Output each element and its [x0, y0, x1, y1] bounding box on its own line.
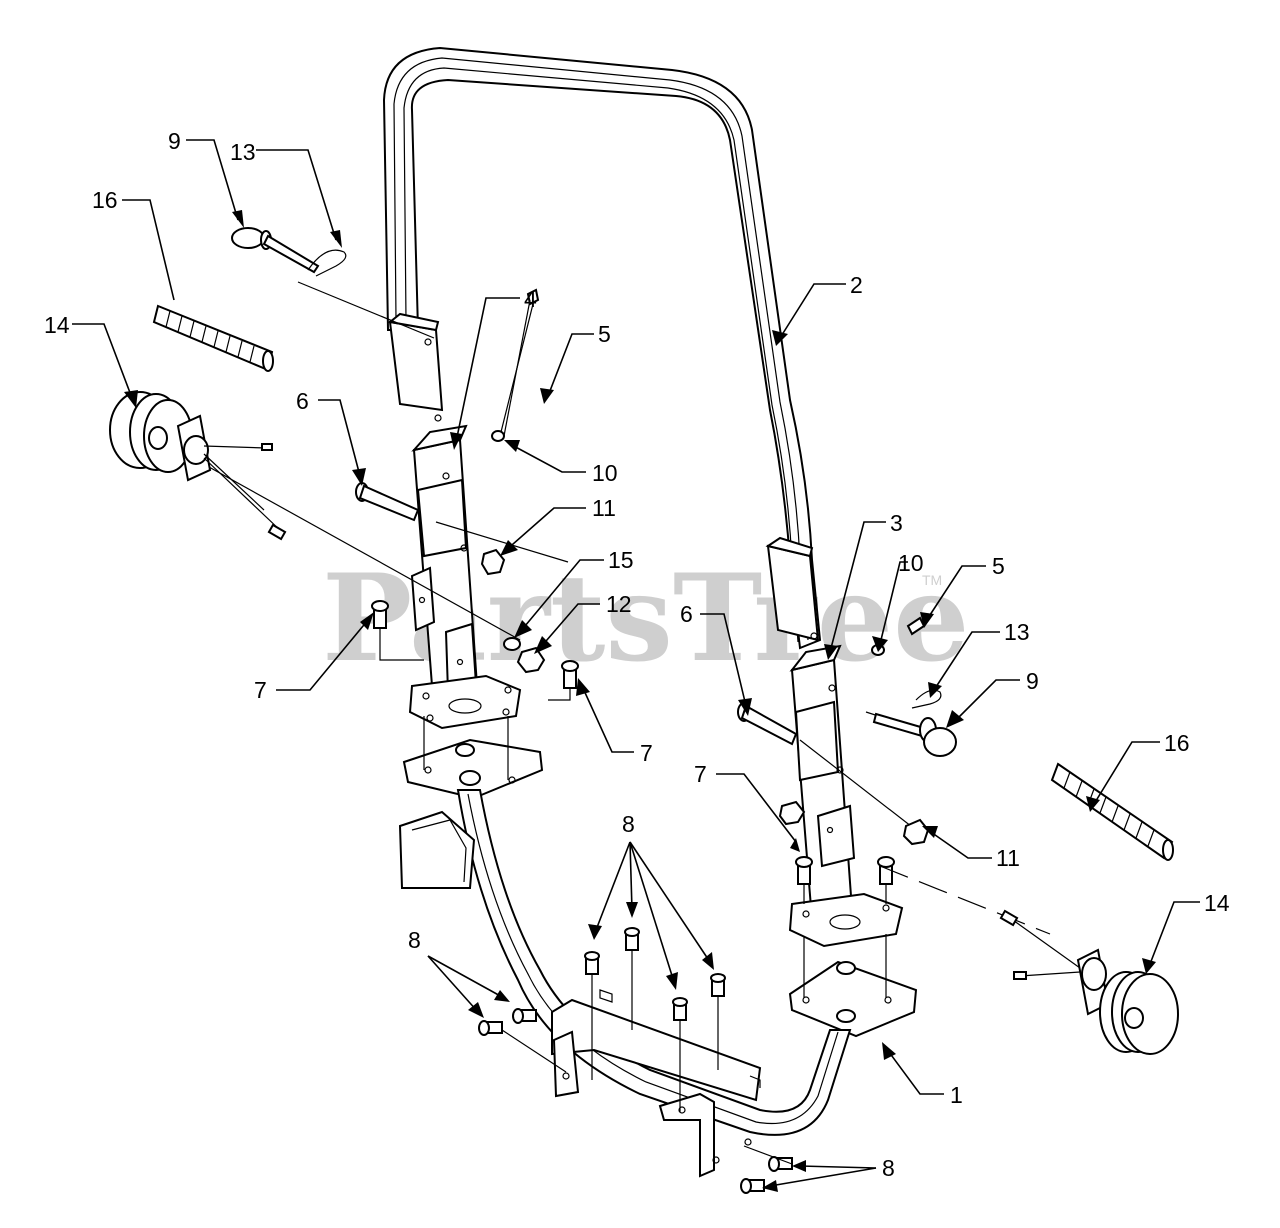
lower-frame — [398, 789, 852, 1178]
nut-loose-right — [778, 800, 806, 826]
washer-15 — [503, 637, 521, 651]
upper-handle-bar — [382, 46, 822, 650]
screw-5-left — [503, 288, 540, 437]
callout-15: 15 — [608, 547, 634, 573]
callout-8-left: 8 — [408, 927, 421, 953]
hair-pin-13-left — [307, 249, 347, 277]
bolts-8-left — [478, 1008, 537, 1036]
hair-pin-13-right — [911, 689, 942, 709]
right-upper-sleeve — [765, 536, 820, 642]
callout-16-right: 16 — [1164, 730, 1190, 756]
right-lower-tube — [789, 644, 856, 922]
callout-10-left: 10 — [592, 460, 618, 486]
wheel-14-left — [109, 391, 287, 541]
callout-13-right: 13 — [1004, 619, 1030, 645]
callout-6-left: 6 — [296, 388, 309, 414]
callout-11-left: 11 — [592, 495, 616, 521]
left-lower-tube — [410, 424, 480, 714]
bolts-8-bottom — [740, 1156, 793, 1194]
callout-8-bottom: 8 — [882, 1155, 895, 1181]
bolt-7-right-a — [795, 856, 813, 885]
callout-9-right: 9 — [1026, 668, 1039, 694]
bolts-8-center — [584, 927, 726, 1021]
left-upper-sleeve — [387, 312, 444, 422]
right-frame-mounting-plate — [788, 960, 918, 1038]
wheel-14-right — [999, 909, 1179, 1055]
callout-13-left: 13 — [230, 139, 256, 165]
callout-11-right: 11 — [996, 845, 1020, 871]
callout-6-right: 6 — [680, 601, 693, 627]
callout-2: 2 — [850, 272, 863, 298]
callout-7-left: 7 — [254, 677, 267, 703]
hitch-pin-9-right — [872, 712, 957, 757]
nut-11-left — [480, 548, 506, 576]
callout-9-left: 9 — [168, 128, 181, 154]
callout-14-right: 14 — [1204, 890, 1230, 916]
callout-leaders — [72, 139, 1200, 1192]
callout-7-center: 7 — [640, 740, 653, 766]
callout-7-right: 7 — [694, 761, 707, 787]
spring-16-left — [152, 304, 274, 372]
washer-10-left — [491, 430, 505, 442]
callout-8-center: 8 — [622, 811, 635, 837]
right-tube-base-plate — [788, 892, 904, 948]
spring-16-right — [1050, 762, 1174, 861]
bolt-7-left-a — [371, 600, 389, 629]
callout-10-right: 10 — [898, 550, 924, 576]
callout-3: 3 — [890, 510, 903, 536]
callout-5-left: 5 — [598, 321, 611, 347]
callout-5-right: 5 — [992, 553, 1005, 579]
callout-labels: 9 13 16 14 4 5 2 6 10 11 15 12 7 7 3 10 … — [44, 128, 1230, 1181]
callout-4: 4 — [524, 286, 537, 312]
hitch-pin-9-left — [231, 227, 320, 274]
callout-16-left: 16 — [92, 187, 118, 213]
callout-12: 12 — [606, 591, 632, 617]
assembly-lines — [199, 281, 1051, 1165]
callout-14-left: 14 — [44, 312, 70, 338]
pin-6-left — [355, 482, 420, 522]
left-tube-base-plate — [408, 674, 522, 730]
bolt-7-left-b — [561, 660, 579, 689]
callout-1: 1 — [950, 1082, 963, 1108]
nut-12 — [516, 646, 546, 674]
watermark-trademark: TM — [922, 572, 942, 588]
